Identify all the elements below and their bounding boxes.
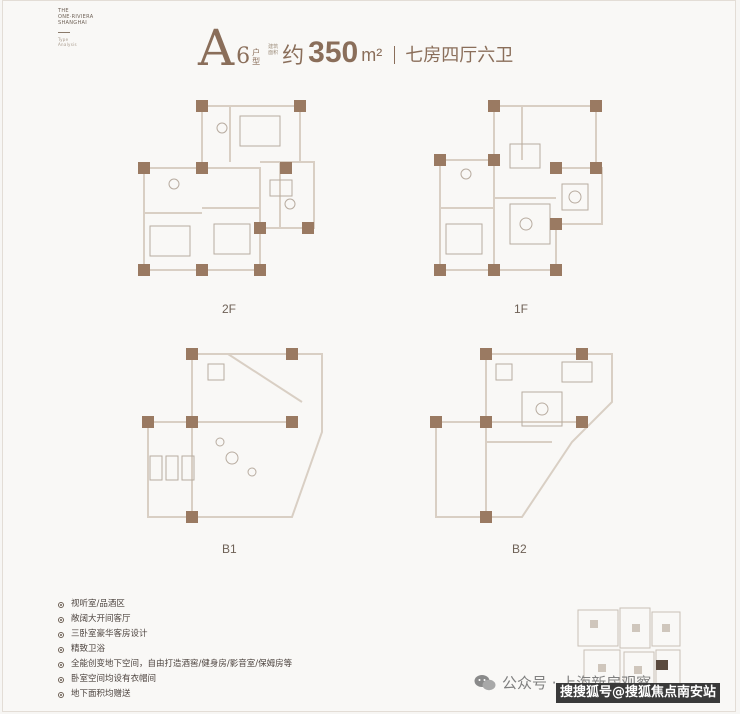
list-item: 视听室/品酒区: [58, 597, 292, 612]
unit-letter: A: [198, 19, 235, 77]
wechat-icon: [474, 674, 496, 690]
list-item: 敞阔大开间客厅: [58, 612, 292, 627]
floorplan-1f: [426, 98, 626, 288]
list-item: 精致卫浴: [58, 642, 292, 657]
feature-list: 视听室/品酒区 敞阔大开间客厅 三卧室豪华客房设计 精致卫浴 全能创变地下空间，…: [58, 597, 292, 702]
floor-label-b1: B1: [222, 542, 237, 556]
floorplan-b1: [132, 342, 332, 532]
unit-type-label: 户 型: [252, 48, 261, 66]
floorplan-2f: [130, 98, 330, 288]
unit-header: A 6 户 型 建筑 面积 约 350 m² 七房四厅六卫: [198, 18, 514, 77]
area-value: 350: [308, 36, 359, 69]
list-item: 三卧室豪华客房设计: [58, 627, 292, 642]
floor-label-b2: B2: [512, 542, 527, 556]
floor-label-1f: 1F: [514, 302, 529, 316]
unit-number: 6: [236, 44, 251, 69]
area-label: 建筑 面积: [268, 44, 279, 56]
list-item: 卧室空间均设有衣帽间: [58, 672, 292, 687]
area-unit: m²: [361, 45, 383, 65]
brand-logo: THE ONE·RIVIERA SHANGHAI Type Analysis: [58, 8, 94, 47]
approx-label: 约: [282, 44, 305, 69]
watermark: 搜搜狐号@搜狐焦点南安站: [556, 683, 721, 703]
floorplan-b2: [422, 342, 622, 532]
floor-label-2f: 2F: [222, 302, 237, 316]
list-item: 全能创变地下空间，自由打造酒窖/健身房/影音室/保姆房等: [58, 657, 292, 672]
room-config: 七房四厅六卫: [405, 45, 514, 66]
list-item: 地下面积均赠送: [58, 687, 292, 702]
